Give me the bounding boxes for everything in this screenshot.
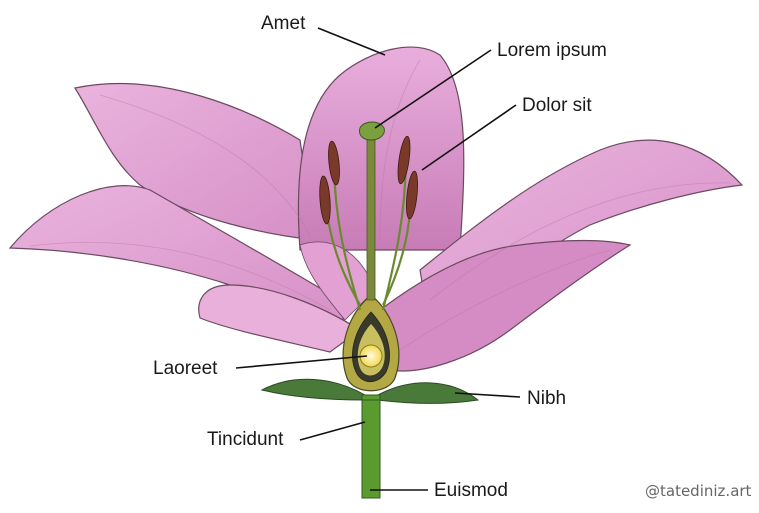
sepal-right — [377, 382, 480, 404]
label-amet: Amet — [261, 13, 306, 34]
leader-lines — [235, 27, 521, 491]
petal-veins — [29, 59, 731, 351]
label-dolor-sit: Dolor sit — [522, 95, 592, 116]
label-nibh: Nibh — [527, 388, 566, 409]
stem — [361, 394, 381, 499]
petal-top — [297, 46, 465, 251]
style — [366, 139, 376, 301]
label-laoreet: Laoreet — [153, 358, 218, 379]
anthers — [319, 135, 418, 225]
artist-credit: @tatediniz.art — [645, 482, 752, 500]
sepal-left — [260, 378, 366, 401]
petal-front-right — [379, 239, 632, 372]
petal-back-left — [74, 82, 316, 241]
label-lorem-ipsum: Lorem ipsum — [497, 40, 607, 61]
petal-front-left — [198, 284, 362, 353]
label-tincidunt: Tincidunt — [207, 429, 284, 450]
label-euismod: Euismod — [434, 480, 508, 501]
